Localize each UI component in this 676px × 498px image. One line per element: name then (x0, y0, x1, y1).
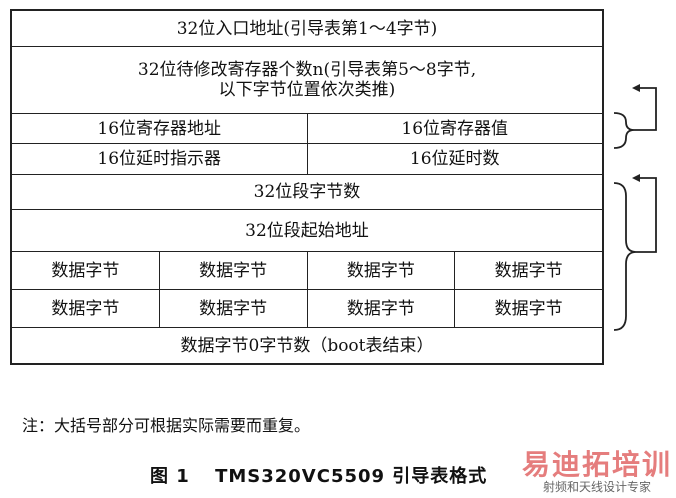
register-count-line1: 32位待修改寄存器个数n(引导表第5～8字节, (137, 60, 477, 80)
delay-count-cell: 16位延时数 (409, 149, 500, 169)
register-count-line2: 以下字节位置依次类推) (218, 80, 396, 100)
figure-caption: 图 1 TMS320VC5509 引导表格式 (150, 462, 487, 488)
data-byte-cell: 数据字节 (160, 290, 308, 327)
table-row: 32位入口地址(引导表第1～4字节) (12, 11, 602, 47)
section-repeat-arrowhead (632, 174, 640, 182)
watermark-title: 易迪拓培训 (521, 448, 672, 481)
data-byte-cell: 数据字节 (12, 252, 160, 289)
data-byte-cell: 数据字节 (12, 290, 160, 327)
figure-label: 图 1 (150, 466, 190, 487)
delay-indicator-cell: 16位延时指示器 (12, 144, 308, 174)
table-row: 32位待修改寄存器个数n(引导表第5～8字节, 以下字节位置依次类推) (12, 47, 602, 114)
section-start-address-cell: 32位段起始地址 (245, 220, 369, 241)
boot-table: 32位入口地址(引导表第1～4字节) 32位待修改寄存器个数n(引导表第5～8字… (10, 9, 604, 365)
watermark: 易迪拓培训 射频和天线设计专家 (521, 448, 672, 495)
entry-address-cell: 32位入口地址(引导表第1～4字节) (176, 18, 438, 39)
footnote: 注：大括号部分可根据实际需要而重复。 (22, 416, 311, 435)
table-row: 数据字节 数据字节 数据字节 数据字节 (12, 252, 602, 290)
data-byte-cell: 数据字节 (494, 298, 563, 319)
register-count-cell: 32位待修改寄存器个数n(引导表第5～8字节, 以下字节位置依次类推) (12, 47, 602, 113)
table-row: 数据字节 数据字节 数据字节 数据字节 (12, 290, 602, 328)
data-byte-cell: 数据字节 (160, 252, 308, 289)
section-repeat-arrow (634, 177, 657, 253)
register-rows-brace (613, 112, 635, 149)
table-row: 16位延时指示器 16位延时数 (12, 144, 602, 175)
register-value-cell: 16位寄存器值 (401, 118, 509, 139)
register-repeat-arrow (634, 87, 657, 131)
data-byte-cell: 数据字节 (308, 252, 456, 289)
register-address-cell: 16位寄存器地址 (12, 114, 308, 143)
watermark-subtitle: 射频和天线设计专家 (542, 480, 651, 494)
register-repeat-arrowhead (632, 84, 640, 92)
data-byte-cell: 数据字节 (494, 260, 563, 281)
boot-table-end-cell: 数据字节0字节数（boot表结束） (180, 335, 434, 356)
section-byte-count-cell: 32位段字节数 (253, 182, 361, 202)
table-row: 32位段字节数 (12, 175, 602, 210)
repeat-brackets (613, 84, 657, 331)
table-row: 16位寄存器地址 16位寄存器值 (12, 114, 602, 144)
figure-title: TMS320VC5509 引导表格式 (215, 466, 488, 487)
data-byte-cell: 数据字节 (308, 290, 456, 327)
table-row: 32位段起始地址 (12, 210, 602, 252)
table-row: 数据字节0字节数（boot表结束） (12, 328, 602, 363)
section-rows-brace (613, 182, 637, 331)
